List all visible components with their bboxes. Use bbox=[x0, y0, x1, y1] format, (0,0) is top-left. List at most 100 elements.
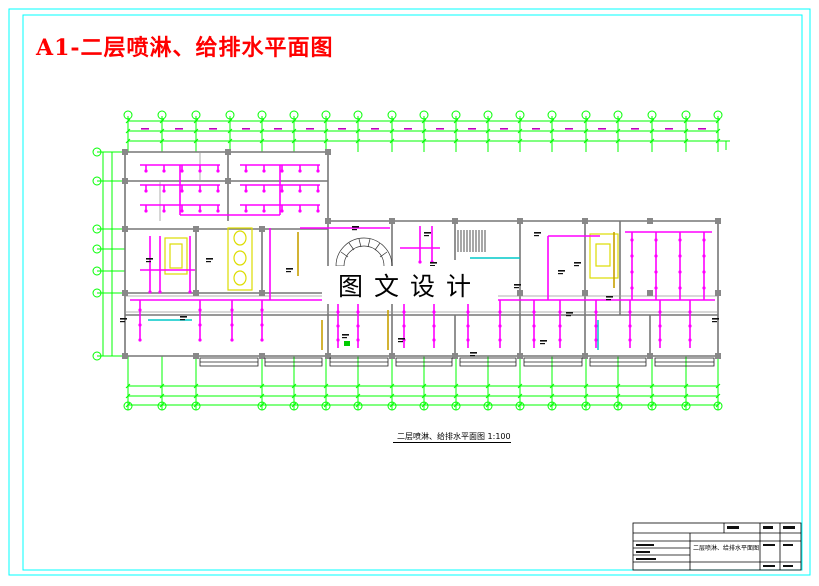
dimension-tick bbox=[715, 118, 721, 124]
bottom-axis-bubbles bbox=[123, 401, 723, 411]
column bbox=[715, 218, 721, 224]
sprinkler-head bbox=[630, 270, 634, 274]
pipe-label-sub bbox=[180, 319, 185, 321]
pipe-label-sub bbox=[398, 341, 403, 343]
dimension-tick bbox=[715, 402, 721, 408]
pipe-label bbox=[540, 340, 547, 342]
pipe-label-sub bbox=[540, 343, 545, 345]
axis-bubble bbox=[257, 401, 267, 411]
sprinkler-head bbox=[402, 324, 406, 328]
sprinkler-head bbox=[702, 286, 706, 290]
axis-bubble bbox=[647, 401, 657, 411]
axis-bubble bbox=[547, 401, 557, 411]
dimension-tick bbox=[323, 128, 329, 134]
sprinkler-head bbox=[144, 189, 148, 193]
dimension-tick bbox=[683, 138, 689, 144]
sprinkler-head bbox=[678, 270, 682, 274]
column bbox=[122, 226, 128, 232]
dimension-tick bbox=[683, 118, 689, 124]
dimension-tick bbox=[615, 128, 621, 134]
sprinkler-head bbox=[180, 169, 184, 173]
dimension-tick bbox=[291, 128, 297, 134]
axis-bubble bbox=[353, 401, 363, 411]
top-dimension-lines bbox=[128, 120, 718, 142]
sprinkler-head bbox=[336, 338, 340, 342]
axis-bubble bbox=[387, 110, 397, 120]
dimension-tick bbox=[159, 128, 165, 134]
dimension-tick bbox=[649, 383, 655, 389]
dimension-tick bbox=[259, 118, 265, 124]
column bbox=[582, 290, 588, 296]
column bbox=[452, 218, 458, 224]
axis-bubble bbox=[289, 401, 299, 411]
sprinkler-head bbox=[688, 324, 692, 328]
axis-bubble bbox=[353, 110, 363, 120]
sprinkler-head bbox=[260, 323, 264, 327]
axis-bubble bbox=[647, 110, 657, 120]
sprinkler-head bbox=[498, 310, 502, 314]
sprinkler-head bbox=[628, 338, 632, 342]
axis-bubble bbox=[419, 110, 429, 120]
dimension-tick bbox=[583, 118, 589, 124]
sprinkler-head bbox=[260, 338, 264, 342]
dimension-tick bbox=[259, 383, 265, 389]
sprinkler-head bbox=[466, 338, 470, 342]
sprinkler-head bbox=[466, 324, 470, 328]
sprinkler-head bbox=[678, 238, 682, 242]
dimension-tick bbox=[421, 393, 427, 399]
pipe-label bbox=[606, 296, 613, 298]
sprinkler-head bbox=[216, 169, 220, 173]
sprinkler-head bbox=[260, 308, 264, 312]
column bbox=[325, 218, 331, 224]
dimension-tick bbox=[583, 383, 589, 389]
pipe-label-sub bbox=[712, 321, 717, 323]
axis-bubble bbox=[157, 110, 167, 120]
pipe-label bbox=[398, 338, 405, 340]
dimension-tick bbox=[517, 383, 523, 389]
sprinkler-head bbox=[188, 290, 192, 294]
dimension-tick bbox=[125, 138, 131, 144]
dimension-tick bbox=[193, 138, 199, 144]
top-dimension-values bbox=[141, 128, 706, 130]
dimension-value-mark bbox=[532, 128, 540, 130]
dimension-tick bbox=[583, 128, 589, 134]
dimension-tick bbox=[649, 128, 655, 134]
dimension-tick bbox=[355, 402, 361, 408]
dimension-tick bbox=[323, 383, 329, 389]
axis-bubble bbox=[225, 110, 235, 120]
sprinkler-head bbox=[262, 189, 266, 193]
dimension-tick bbox=[683, 128, 689, 134]
column bbox=[452, 353, 458, 359]
structural-columns bbox=[122, 149, 721, 359]
dimension-tick bbox=[259, 402, 265, 408]
pipe-label-sub bbox=[514, 287, 519, 289]
column bbox=[647, 218, 653, 224]
pipe-label bbox=[574, 262, 581, 264]
column bbox=[517, 353, 523, 359]
sheet-title: A1-二层喷淋、给排水平面图 bbox=[36, 35, 334, 61]
column bbox=[259, 290, 265, 296]
pipe-label bbox=[180, 316, 187, 318]
watermark: 图文设计 bbox=[322, 266, 498, 304]
dimension-tick bbox=[421, 128, 427, 134]
dimension-tick bbox=[649, 138, 655, 144]
sprinkler-head bbox=[658, 338, 662, 342]
sprinkler-head bbox=[498, 324, 502, 328]
pipe-label bbox=[566, 312, 573, 314]
dimension-tick bbox=[355, 118, 361, 124]
sprinkler-head bbox=[162, 209, 166, 213]
dimension-tick bbox=[615, 393, 621, 399]
axis-bubble bbox=[451, 110, 461, 120]
pipe-label bbox=[430, 262, 437, 264]
sprinkler-head bbox=[138, 338, 142, 342]
dimension-value-mark bbox=[274, 128, 282, 130]
pipe-label-sub bbox=[606, 299, 611, 301]
pipe-annotations bbox=[120, 226, 719, 357]
axis-bubble bbox=[681, 110, 691, 120]
dimension-tick bbox=[125, 118, 131, 124]
sprinkler-head bbox=[466, 310, 470, 314]
dimension-tick bbox=[227, 118, 233, 124]
dimension-value-mark bbox=[631, 128, 639, 130]
dimension-tick bbox=[159, 118, 165, 124]
